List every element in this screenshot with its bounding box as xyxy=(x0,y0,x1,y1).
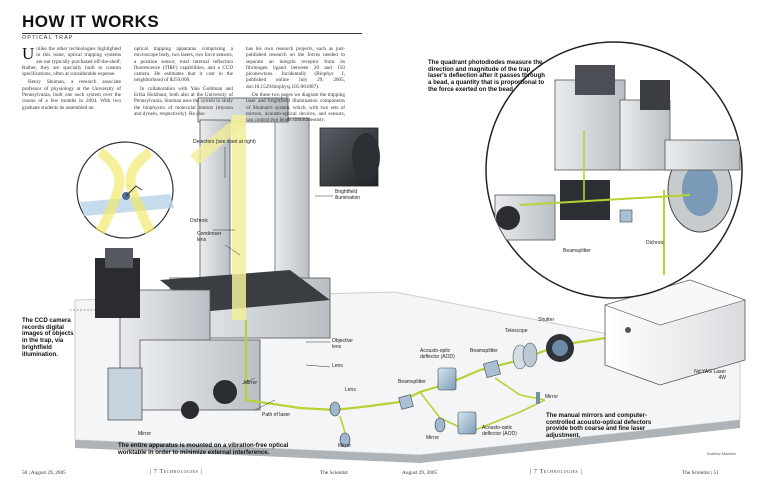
mirrors-note: The manual mirrors and computer-controll… xyxy=(546,412,652,440)
paragraph: has his own research projects, such as j… xyxy=(246,46,345,90)
label-dichroic: Dichroic xyxy=(190,218,209,224)
label-beamsplitter-left: Beamsplitter xyxy=(398,379,426,385)
label-mirror-body: Mirror xyxy=(244,380,258,386)
label-objective-lens: Objective lens xyxy=(332,338,353,350)
nd-yag-laser xyxy=(604,279,746,386)
leader-lines xyxy=(70,147,333,411)
label-path-of-laser: Path of laser xyxy=(262,412,291,418)
label-condenser-lens: Condenser lens xyxy=(197,231,222,243)
label-aod-top: Acousto-optic deflector (AOD) xyxy=(420,348,455,360)
label-inset-beamsplitter: Beamsplitter xyxy=(563,248,591,254)
label-lens-lower: Lens xyxy=(345,387,356,393)
paragraph: optical trapping apparatus comprising a … xyxy=(134,46,233,84)
footer-brand-right: | 7 Technologies | xyxy=(530,469,583,475)
label-beamsplitter-top: Beamsplitter xyxy=(470,348,498,354)
bead-inset xyxy=(76,141,174,239)
title-rule xyxy=(22,33,362,34)
label-laser: Nd:YAG Laser 4W xyxy=(694,369,726,381)
label-inset-dichroic: Dichroic xyxy=(646,240,665,246)
label-aod-bottom: Acousto-optic deflector (AOD) xyxy=(482,425,517,437)
label-detectors: Detectors (see inset at right) xyxy=(193,139,256,145)
paragraph: In collaboration with Yale Goldman and E… xyxy=(134,85,233,117)
label-mirror-mid: Mirror xyxy=(426,435,440,441)
ccd-camera-note: The CCD camera records digital images of… xyxy=(22,317,74,358)
optics-components xyxy=(329,334,574,448)
worktable-note: The entire apparatus is mounted on a vib… xyxy=(118,442,289,456)
photodiodes-note: The quadrant photodiodes measure the dir… xyxy=(428,59,545,93)
label-telescope: Telescope xyxy=(505,328,528,334)
label-mirror-right: Mirror xyxy=(545,394,559,400)
footer-publication-left: The Scientist xyxy=(320,470,348,476)
label-mirror-left: Mirror xyxy=(138,431,152,437)
label-shutter: Shutter xyxy=(538,317,555,323)
microscope xyxy=(95,97,380,421)
footer-date-right: August 29, 2005 xyxy=(402,470,438,476)
detector-inset xyxy=(485,41,743,299)
label-lens: Lens xyxy=(332,363,343,369)
page-title: HOW IT WORKS xyxy=(22,12,160,31)
drop-cap: U xyxy=(22,44,35,63)
paragraph: Henry Shuman, a research associate profe… xyxy=(22,79,121,111)
article-column-2: optical trapping apparatus comprising a … xyxy=(134,46,233,119)
illustration-credit: Andrew Maddox xyxy=(707,451,736,456)
paragraph: On these two pages we diagram the trappi… xyxy=(246,92,345,124)
footer-right-page: The Scientist | 51 xyxy=(682,470,719,476)
label-mirror-bottom: Mirror xyxy=(338,443,352,449)
paragraph: nlike the other technologies highlighted… xyxy=(22,46,121,78)
article-column-3: has his own research projects, such as j… xyxy=(246,46,345,126)
footer-left-page: 50 | August 29, 2005 xyxy=(22,470,66,476)
page-subtitle: OPTICAL TRAP xyxy=(22,35,74,41)
label-brightfield: Brightfield illumination xyxy=(335,189,361,201)
footer-brand-left: | 7 Technologies | xyxy=(150,469,203,475)
